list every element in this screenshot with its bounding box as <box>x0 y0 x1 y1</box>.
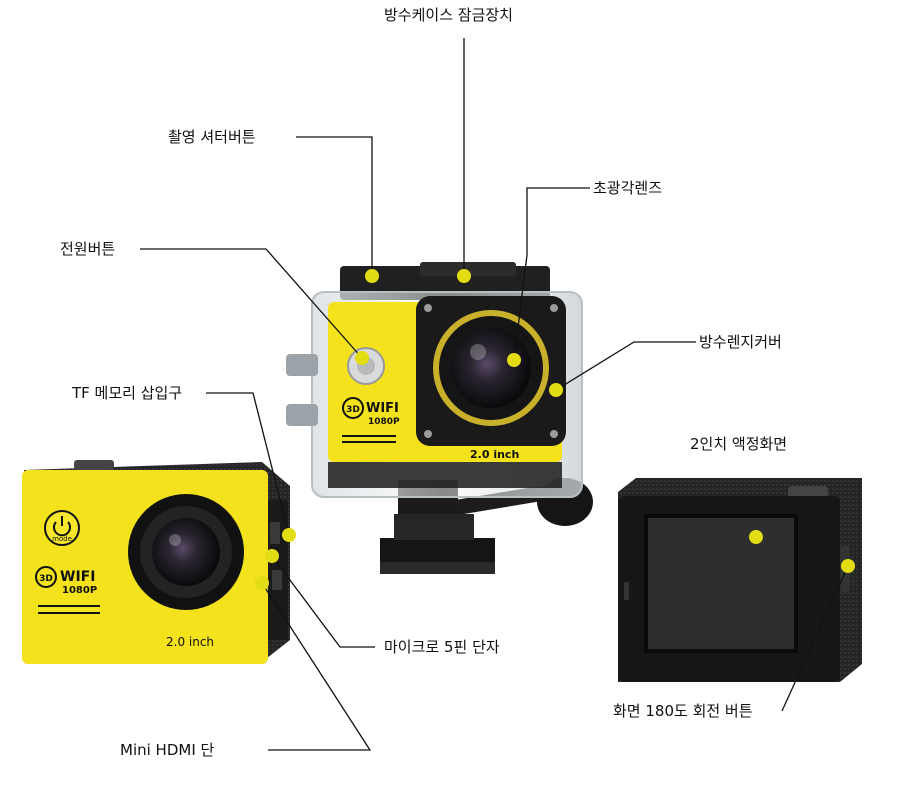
leader-line-rotate <box>781 565 849 712</box>
leader-line-micro-usb <box>271 555 375 648</box>
leader-lines <box>140 38 849 751</box>
case-camera-bottom <box>328 462 562 488</box>
marker-dot-power <box>355 351 369 365</box>
label-lcd-screen: 2인치 액정화면 <box>690 435 788 453</box>
front-camera: mode 3D WIFI 1080P 2.0 inch <box>22 460 290 664</box>
label-tf-slot: TF 메모리 삽입구 <box>72 384 183 402</box>
front-mode-button <box>44 510 80 546</box>
hdmi-port <box>272 570 282 590</box>
label-shutter-button: 촬영 셔터버튼 <box>168 128 256 146</box>
front-lens-glass <box>152 518 220 586</box>
case-resolution-text: 1080P <box>368 417 400 427</box>
case-wifi-text: WIFI <box>366 401 399 416</box>
mount-base <box>380 538 495 566</box>
case-3d-badge <box>342 397 364 419</box>
leader-line-shutter <box>296 136 373 272</box>
case-3d-text: 3D <box>346 405 360 415</box>
front-mode-text: mode <box>52 535 72 543</box>
leader-line-wide-lens <box>513 187 590 361</box>
label-waterproof-lock: 방수케이스 잠금장치 <box>384 6 513 24</box>
lens-glare <box>470 344 486 360</box>
tf-slot-port <box>270 522 280 544</box>
case-camera: 3D WIFI 1080P 2.0 inch <box>286 262 593 574</box>
case-latch <box>420 262 516 276</box>
marker-dot-waterproof-lock <box>457 269 471 283</box>
marker-dot-lens-cover <box>549 383 563 397</box>
case-side-button-lower <box>286 404 318 426</box>
lens-screw <box>550 304 558 312</box>
leader-line-tf-slot <box>206 392 290 536</box>
marker-dot-shutter <box>365 269 379 283</box>
case-screen-size-text: 2.0 inch <box>470 448 519 461</box>
label-waterproof-lens-cover: 방수렌지커버 <box>699 333 782 351</box>
mount-base-edge <box>380 562 495 574</box>
label-power-button: 전원버튼 <box>60 240 116 258</box>
lens-screw <box>424 430 432 438</box>
marker-dot-micro-usb <box>265 549 279 563</box>
case-side-button-upper <box>286 354 318 376</box>
back-side-slot <box>624 582 629 600</box>
label-micro-usb: 마이크로 5핀 단자 <box>384 638 500 656</box>
front-wifi-text: WIFI <box>60 569 95 585</box>
marker-dot-wide-lens <box>507 353 521 367</box>
marker-dots <box>255 269 855 590</box>
front-3d-badge <box>35 566 57 588</box>
lens-glass <box>451 328 531 408</box>
mount-buckle <box>394 514 474 540</box>
front-screen-size-text: 2.0 inch <box>166 635 214 649</box>
front-camera-top-button <box>74 460 114 470</box>
leader-line-power <box>140 248 363 359</box>
marker-dot-lcd <box>749 530 763 544</box>
lens-screw <box>424 304 432 312</box>
front-lens-glare <box>169 534 181 546</box>
leader-line-hdmi <box>261 582 372 751</box>
back-camera-top-button <box>788 486 828 498</box>
power-symbol-icon <box>53 521 71 537</box>
label-mini-hdmi: Mini HDMI 단 <box>120 741 215 759</box>
back-camera <box>618 478 862 682</box>
marker-dot-tf-slot <box>282 528 296 542</box>
marker-dot-hdmi <box>255 576 269 590</box>
label-wide-lens: 초광각렌즈 <box>593 179 663 197</box>
marker-dot-rotate <box>841 559 855 573</box>
lens-screw <box>550 430 558 438</box>
front-3d-text: 3D <box>39 574 53 584</box>
lcd-screen <box>644 514 798 653</box>
leader-line-lens-cover <box>555 341 696 391</box>
label-rotate-button: 화면 180도 회전 버튼 <box>613 702 753 720</box>
front-resolution-text: 1080P <box>62 585 97 596</box>
